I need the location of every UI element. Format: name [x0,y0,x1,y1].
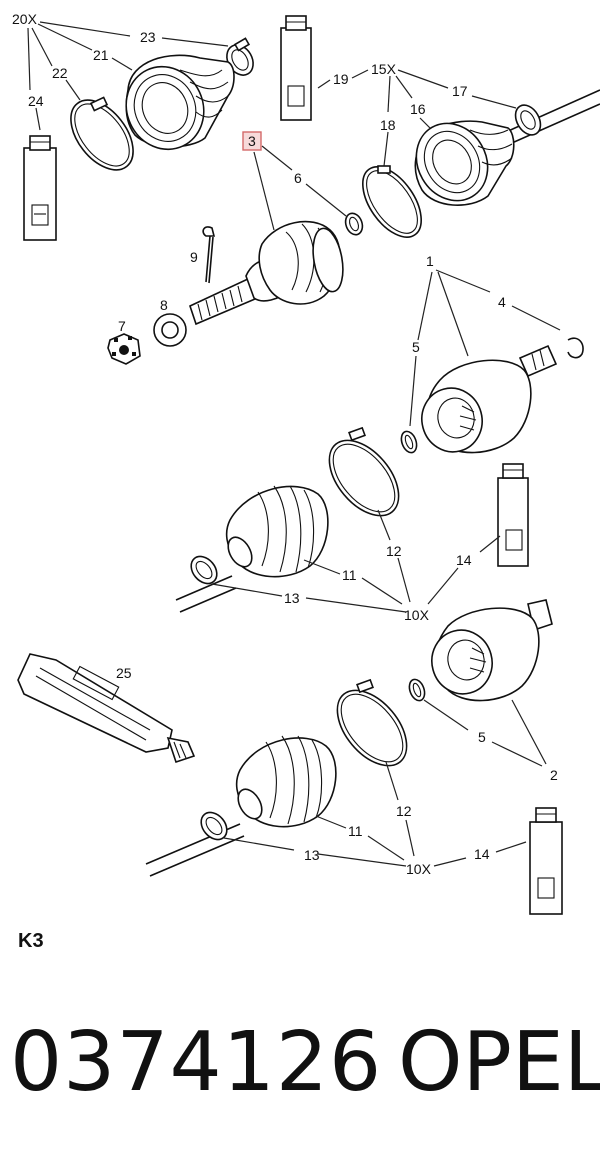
inner-joint-1 [421,344,558,454]
inner-joint-2 [431,599,553,702]
callout-10x-upper: 10X [404,607,430,623]
callout-8: 8 [160,297,168,313]
callout-5-upper: 5 [412,339,420,355]
callout-13-lower: 13 [304,847,320,863]
callout-14-lower: 14 [474,846,490,862]
callout-10x-lower: 10X [406,861,432,877]
callout-24: 24 [28,93,44,109]
boot-11-lower [235,735,337,828]
highlight-box-3 [242,131,262,151]
callout-23: 23 [140,29,156,45]
callout-11-upper: 11 [342,567,357,583]
castle-nut-7 [107,333,141,365]
grease-pack-25 [17,653,196,764]
callout-22: 22 [52,65,68,81]
clamp-13-upper [190,555,218,585]
callout-7: 7 [118,318,126,334]
grease-tube-24 [23,135,57,241]
driveshaft-lower [145,823,245,877]
callout-12-upper: 12 [386,543,402,559]
callout-20x: 20X [12,11,38,27]
callout-21: 21 [93,47,109,63]
clamp-17 [514,104,542,136]
grease-tube-14-upper [497,463,529,567]
band-22 [70,96,134,171]
grease-tube-19 [280,15,312,121]
band-18 [362,165,422,238]
callout-4: 4 [498,294,506,310]
leader-lines-1 [409,269,561,427]
circlip-5-upper [400,430,418,454]
callout-14-upper: 14 [456,552,472,568]
callout-1: 1 [426,253,434,269]
leader-lines-10x-upper [211,509,501,613]
callout-6: 6 [294,170,302,186]
leader-lines-3 [253,145,347,231]
brand-name: OPEL [398,1015,600,1110]
circlip-5-lower [408,678,426,702]
band-12-upper [328,426,400,517]
circlip-6 [344,212,364,236]
circlip-4 [567,337,584,359]
leader-lines-15x [317,69,517,167]
callout-18: 18 [380,117,396,133]
band-12-lower [336,678,408,767]
part-number: 0374126 [10,1015,383,1110]
leader-lines-10x-lower [223,761,527,867]
washer-8 [153,313,187,347]
callout-5-lower: 5 [478,729,486,745]
clamp-13-lower [200,811,228,841]
section-code: K3 [18,930,44,952]
callout-16: 16 [410,101,426,117]
callout-labels: 20X 23 21 22 24 19 15X 17 18 16 3 6 9 8 … [12,11,558,877]
split-pin-9 [202,226,216,284]
callout-2: 2 [550,767,558,783]
callout-11-lower: 11 [348,823,363,839]
driveshaft-middle [175,575,237,613]
leader-lines-20x [27,21,229,131]
grease-tube-14-lower [529,807,563,915]
callout-9: 9 [190,249,198,265]
boot-11-upper [225,485,329,578]
callout-13-upper: 13 [284,590,300,606]
boot-16 [414,120,515,206]
cv-joint-3 [189,220,344,326]
boot-21 [125,54,235,151]
callout-3: 3 [248,133,256,149]
callout-15x: 15X [371,61,397,77]
callout-12-lower: 12 [396,803,412,819]
callout-25: 25 [116,665,132,681]
leader-lines-2 [423,699,547,767]
callout-19: 19 [333,71,349,87]
callout-17: 17 [452,83,468,99]
